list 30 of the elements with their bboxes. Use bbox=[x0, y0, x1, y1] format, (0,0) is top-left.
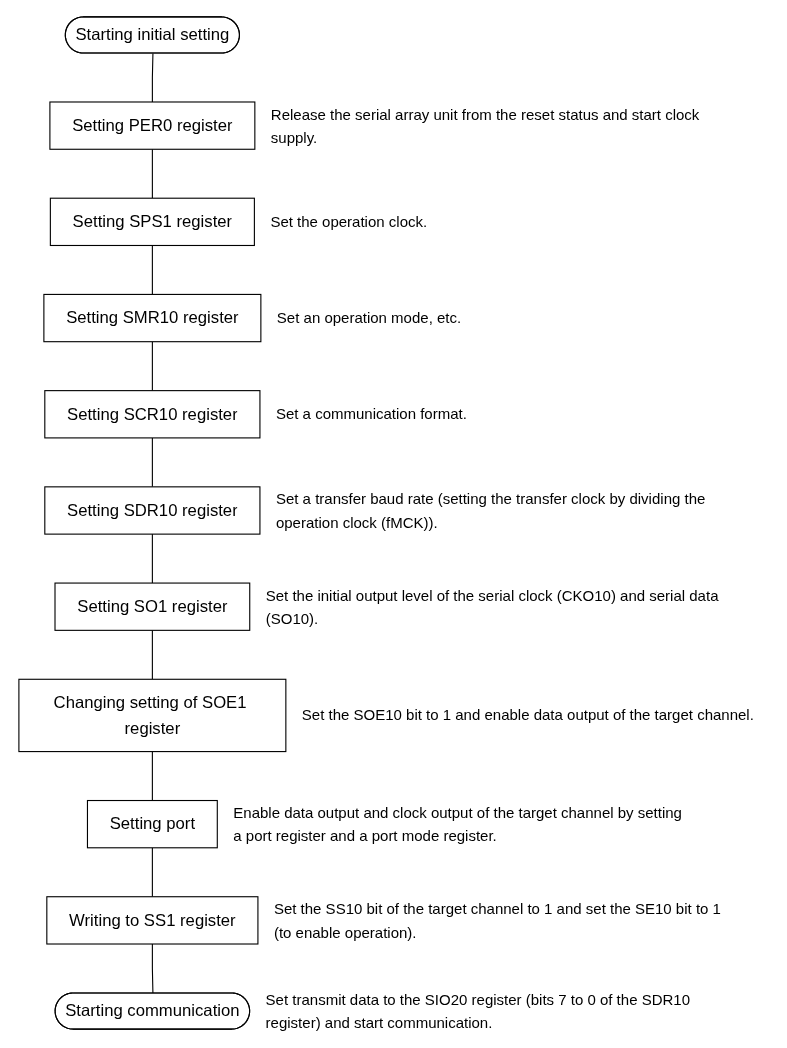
process-box: Setting SO1 register bbox=[54, 582, 251, 631]
annotation-text: Set a transfer baud rate (setting the transfer clock by dividing the operation clock (fMCK)). bbox=[275, 489, 707, 533]
connector-line bbox=[151, 53, 154, 103]
connector-line bbox=[151, 847, 153, 898]
terminal-shape: Starting communication bbox=[54, 992, 251, 1030]
process-box: Writing to SS1 register bbox=[46, 896, 259, 945]
process-box: Setting SMR10 register bbox=[43, 293, 262, 343]
annotation-text: Set an operation mode, etc. bbox=[276, 308, 463, 329]
connector-line bbox=[151, 533, 153, 584]
process-box: Setting PER0 register bbox=[49, 101, 256, 150]
connector-line bbox=[151, 437, 153, 488]
connector-line bbox=[151, 751, 153, 802]
connector-line bbox=[151, 341, 153, 392]
annotation-text: Release the serial array unit from the reset status and start clock supply. bbox=[270, 104, 701, 148]
process-box: Setting SDR10 register bbox=[44, 486, 261, 535]
annotation-text: Set the initial output level of the serial clock (CKO10) and serial data (SO10). bbox=[265, 585, 720, 629]
annotation-text: Set the operation clock. bbox=[270, 212, 429, 233]
annotation-text: Enable data output and clock output of the target channel by setting a port register and a port mode register. bbox=[233, 802, 683, 847]
annotation-text: Set the SS10 bit of the target channel to 1 and set the SE10 bit to 1 (to enable operation). bbox=[273, 899, 722, 943]
annotation-text: Set transmit data to the SIO20 register (bits 7 to 0 of the SDR10 register) and start communication. bbox=[265, 989, 691, 1033]
process-box: Setting SCR10 register bbox=[44, 390, 261, 439]
process-box: Changing setting of SOE1 register bbox=[18, 678, 287, 753]
process-box: Setting SPS1 register bbox=[49, 197, 255, 247]
connector-line bbox=[151, 244, 153, 295]
connector-line bbox=[151, 148, 153, 199]
annotation-text: Set the SOE10 bit to 1 and enable data output of the target channel. bbox=[301, 705, 755, 726]
connector-line bbox=[151, 629, 153, 680]
annotation-text: Set a communication format. bbox=[275, 404, 468, 425]
process-box: Setting port bbox=[86, 799, 218, 849]
terminal-shape: Starting initial setting bbox=[64, 16, 240, 54]
